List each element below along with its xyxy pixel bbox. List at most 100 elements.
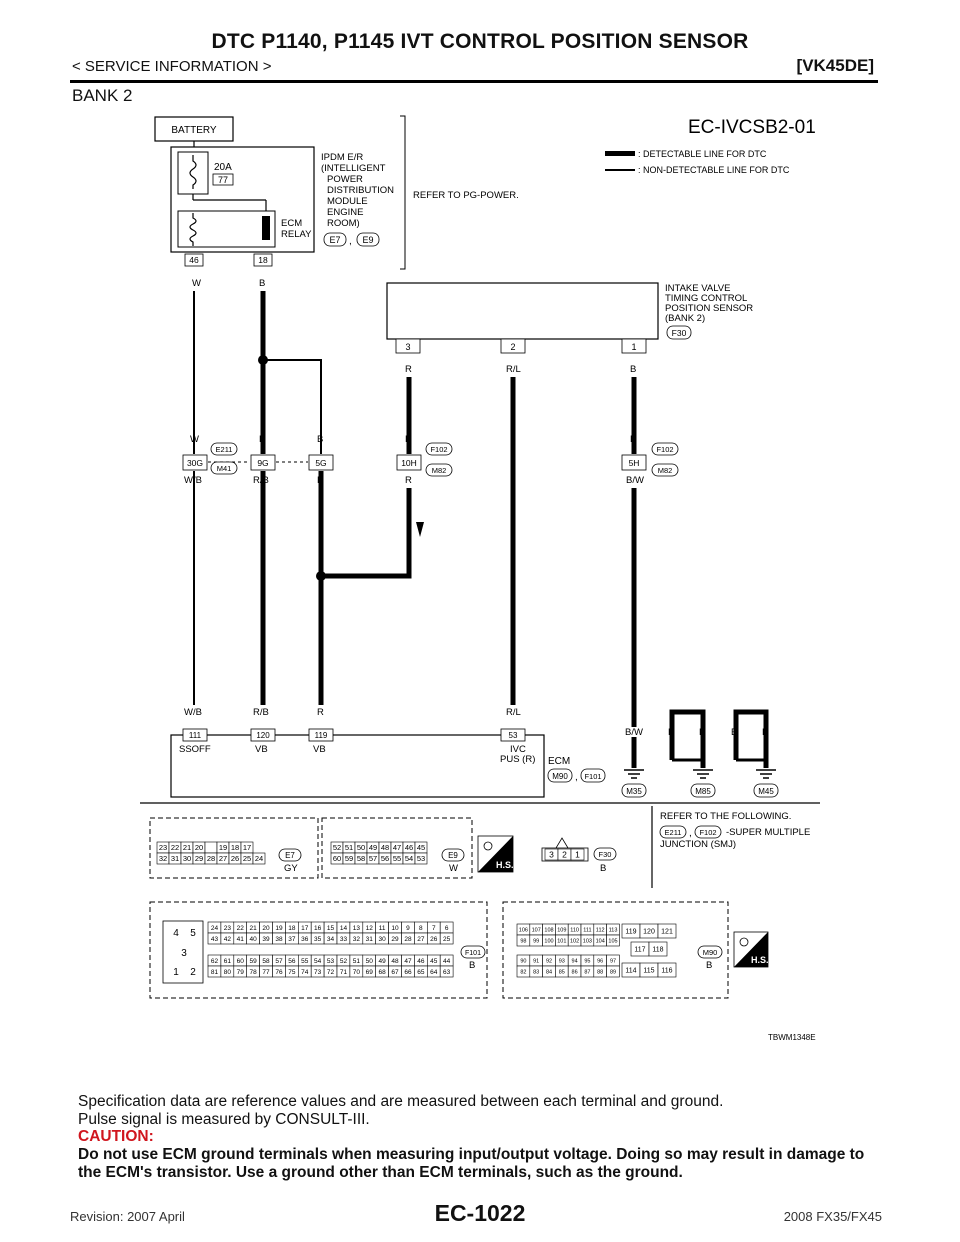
f101-pin-62-label: 62 xyxy=(211,958,219,965)
f101-pin-33-label: 33 xyxy=(340,936,348,943)
fuse-amp: 20A xyxy=(214,162,232,173)
connector-f30-name: F30 xyxy=(599,850,612,859)
f101-pin-38-label: 38 xyxy=(275,936,283,943)
connector-f30-color: B xyxy=(600,863,606,874)
ecm-label-ivc: IVC xyxy=(510,744,526,755)
m90-pin-105 xyxy=(606,934,620,947)
sensor-pin-2 xyxy=(500,338,526,354)
ipdm-wire-b: B xyxy=(259,278,265,289)
ecm-wire-rl: R/L xyxy=(506,707,521,718)
f101-pin-28-label: 28 xyxy=(404,936,412,943)
connector-m90-badge xyxy=(547,768,573,783)
ground-symbol-m35 xyxy=(624,769,644,779)
m90-pin-83-label: 83 xyxy=(533,969,539,975)
e9-pin-53 xyxy=(414,852,428,865)
footer-revision: Revision: 2007 April xyxy=(70,1209,185,1224)
e9-pin-49-label: 49 xyxy=(369,843,377,852)
ecm-wire-wb: W/B xyxy=(184,707,202,718)
connector-e7-color: GY xyxy=(284,863,298,874)
connector-m82-label-mid: M82 xyxy=(432,466,447,475)
smj-f102-badge xyxy=(694,825,722,839)
f101-pin-48-label: 48 xyxy=(391,958,399,965)
ecm-pin-120 xyxy=(250,728,276,742)
e9-pin-48-label: 48 xyxy=(381,843,389,852)
e9-pin-60-label: 60 xyxy=(333,854,341,863)
jc-pin-30g xyxy=(182,454,208,471)
ecm-name: ECM xyxy=(548,756,570,767)
connector-m82-badge-mid xyxy=(425,463,453,477)
f101-pin-75-label: 75 xyxy=(288,969,296,976)
e9-pin-51-label: 51 xyxy=(345,843,353,852)
f101-pin-71-label: 71 xyxy=(340,969,348,976)
e7-pin-24 xyxy=(252,852,266,865)
m90-pin-85-label: 85 xyxy=(559,969,565,975)
ipdm-line-6: ENGINE xyxy=(327,207,363,218)
ground-m35-label: M35 xyxy=(626,787,642,796)
ecm-pin-111 xyxy=(182,728,208,742)
f101-pin-68-label: 68 xyxy=(379,969,387,976)
jc-pin-5g xyxy=(308,454,334,471)
sensor-wire-r: R xyxy=(405,364,412,375)
legend-non-detectable: : NON-DETECTABLE LINE FOR DTC xyxy=(638,165,790,175)
connector-f101-color: B xyxy=(469,960,475,971)
sensor-pin-2-label: 2 xyxy=(510,342,515,352)
m90-pin-107-label: 107 xyxy=(532,927,541,933)
f101-pin-35-label: 35 xyxy=(314,936,322,943)
connector-e7-name: E7 xyxy=(285,851,295,860)
legend-detectable-swatch xyxy=(605,151,635,156)
bank-label: BANK 2 xyxy=(72,86,133,105)
f101-pin-67-label: 67 xyxy=(391,969,399,976)
jc-pin-10h xyxy=(396,454,422,471)
e9-pin-56-label: 56 xyxy=(381,854,389,863)
ecm-wire-rb: R/B xyxy=(253,707,269,718)
m90-pin-118-label: 118 xyxy=(652,947,663,954)
m90-pin-111-label: 111 xyxy=(583,927,591,933)
f101-pin-79-label: 79 xyxy=(237,969,245,976)
f101-pin-74-label: 74 xyxy=(301,969,309,976)
e9-pin-55-label: 55 xyxy=(393,854,401,863)
f101-pin-16-label: 16 xyxy=(314,925,322,932)
ecm-pin-111-label: 111 xyxy=(189,731,202,740)
f101-pin-19-label: 19 xyxy=(275,925,283,932)
f101-pin-37-label: 37 xyxy=(288,936,296,943)
m90-pin-108-label: 108 xyxy=(544,927,553,933)
f101-pin-9-label: 9 xyxy=(406,925,410,932)
f101-pin-69-label: 69 xyxy=(366,969,374,976)
connector-m41-label: M41 xyxy=(217,464,232,473)
connector-m90-frame xyxy=(502,901,729,999)
signal-arrow xyxy=(416,522,424,537)
connector-f102-label-mid: F102 xyxy=(430,445,447,454)
f101-pin-32-label: 32 xyxy=(353,936,361,943)
m90-pin-89-label: 89 xyxy=(610,969,616,975)
f101-pin-72-label: 72 xyxy=(327,969,335,976)
connector-f101-badge-2 xyxy=(460,945,486,959)
connector-m82-badge-right xyxy=(651,463,679,477)
sensor-line-4: (BANK 2) xyxy=(665,313,705,324)
m90-pin-110-label: 110 xyxy=(570,927,579,933)
connector-m90-name: M90 xyxy=(703,948,718,957)
ground-symbol-m45 xyxy=(756,769,776,779)
hs-icon-1: H.S. xyxy=(477,835,514,873)
m90-pin-101-label: 101 xyxy=(557,938,566,944)
f101-pin-17-label: 17 xyxy=(301,925,309,932)
f101-pin-24-label: 24 xyxy=(211,925,219,932)
jc-wire-b2-top: B xyxy=(317,434,323,445)
ecm-relay-box xyxy=(177,210,276,248)
f101-pin-61-label: 61 xyxy=(224,958,232,965)
connector-f101-label: F101 xyxy=(584,772,601,781)
m90-pin-115-label: 115 xyxy=(643,968,654,975)
f101-pin-64-label: 64 xyxy=(430,969,438,976)
f101-pin-73-label: 73 xyxy=(314,969,322,976)
m90-pin-87-label: 87 xyxy=(584,969,590,975)
e7-pin-24-label: 24 xyxy=(255,854,263,863)
section-label: < SERVICE INFORMATION > xyxy=(72,58,272,75)
connector-e9-badge-2 xyxy=(441,848,465,862)
f101-pin-44-label: 44 xyxy=(443,958,451,965)
connector-f30-tab xyxy=(555,837,569,849)
ground-m45-label: M45 xyxy=(758,787,774,796)
f101-pin-23-label: 23 xyxy=(224,925,232,932)
refer-following: REFER TO THE FOLLOWING. xyxy=(660,811,791,822)
e9-pin-57-label: 57 xyxy=(369,854,377,863)
